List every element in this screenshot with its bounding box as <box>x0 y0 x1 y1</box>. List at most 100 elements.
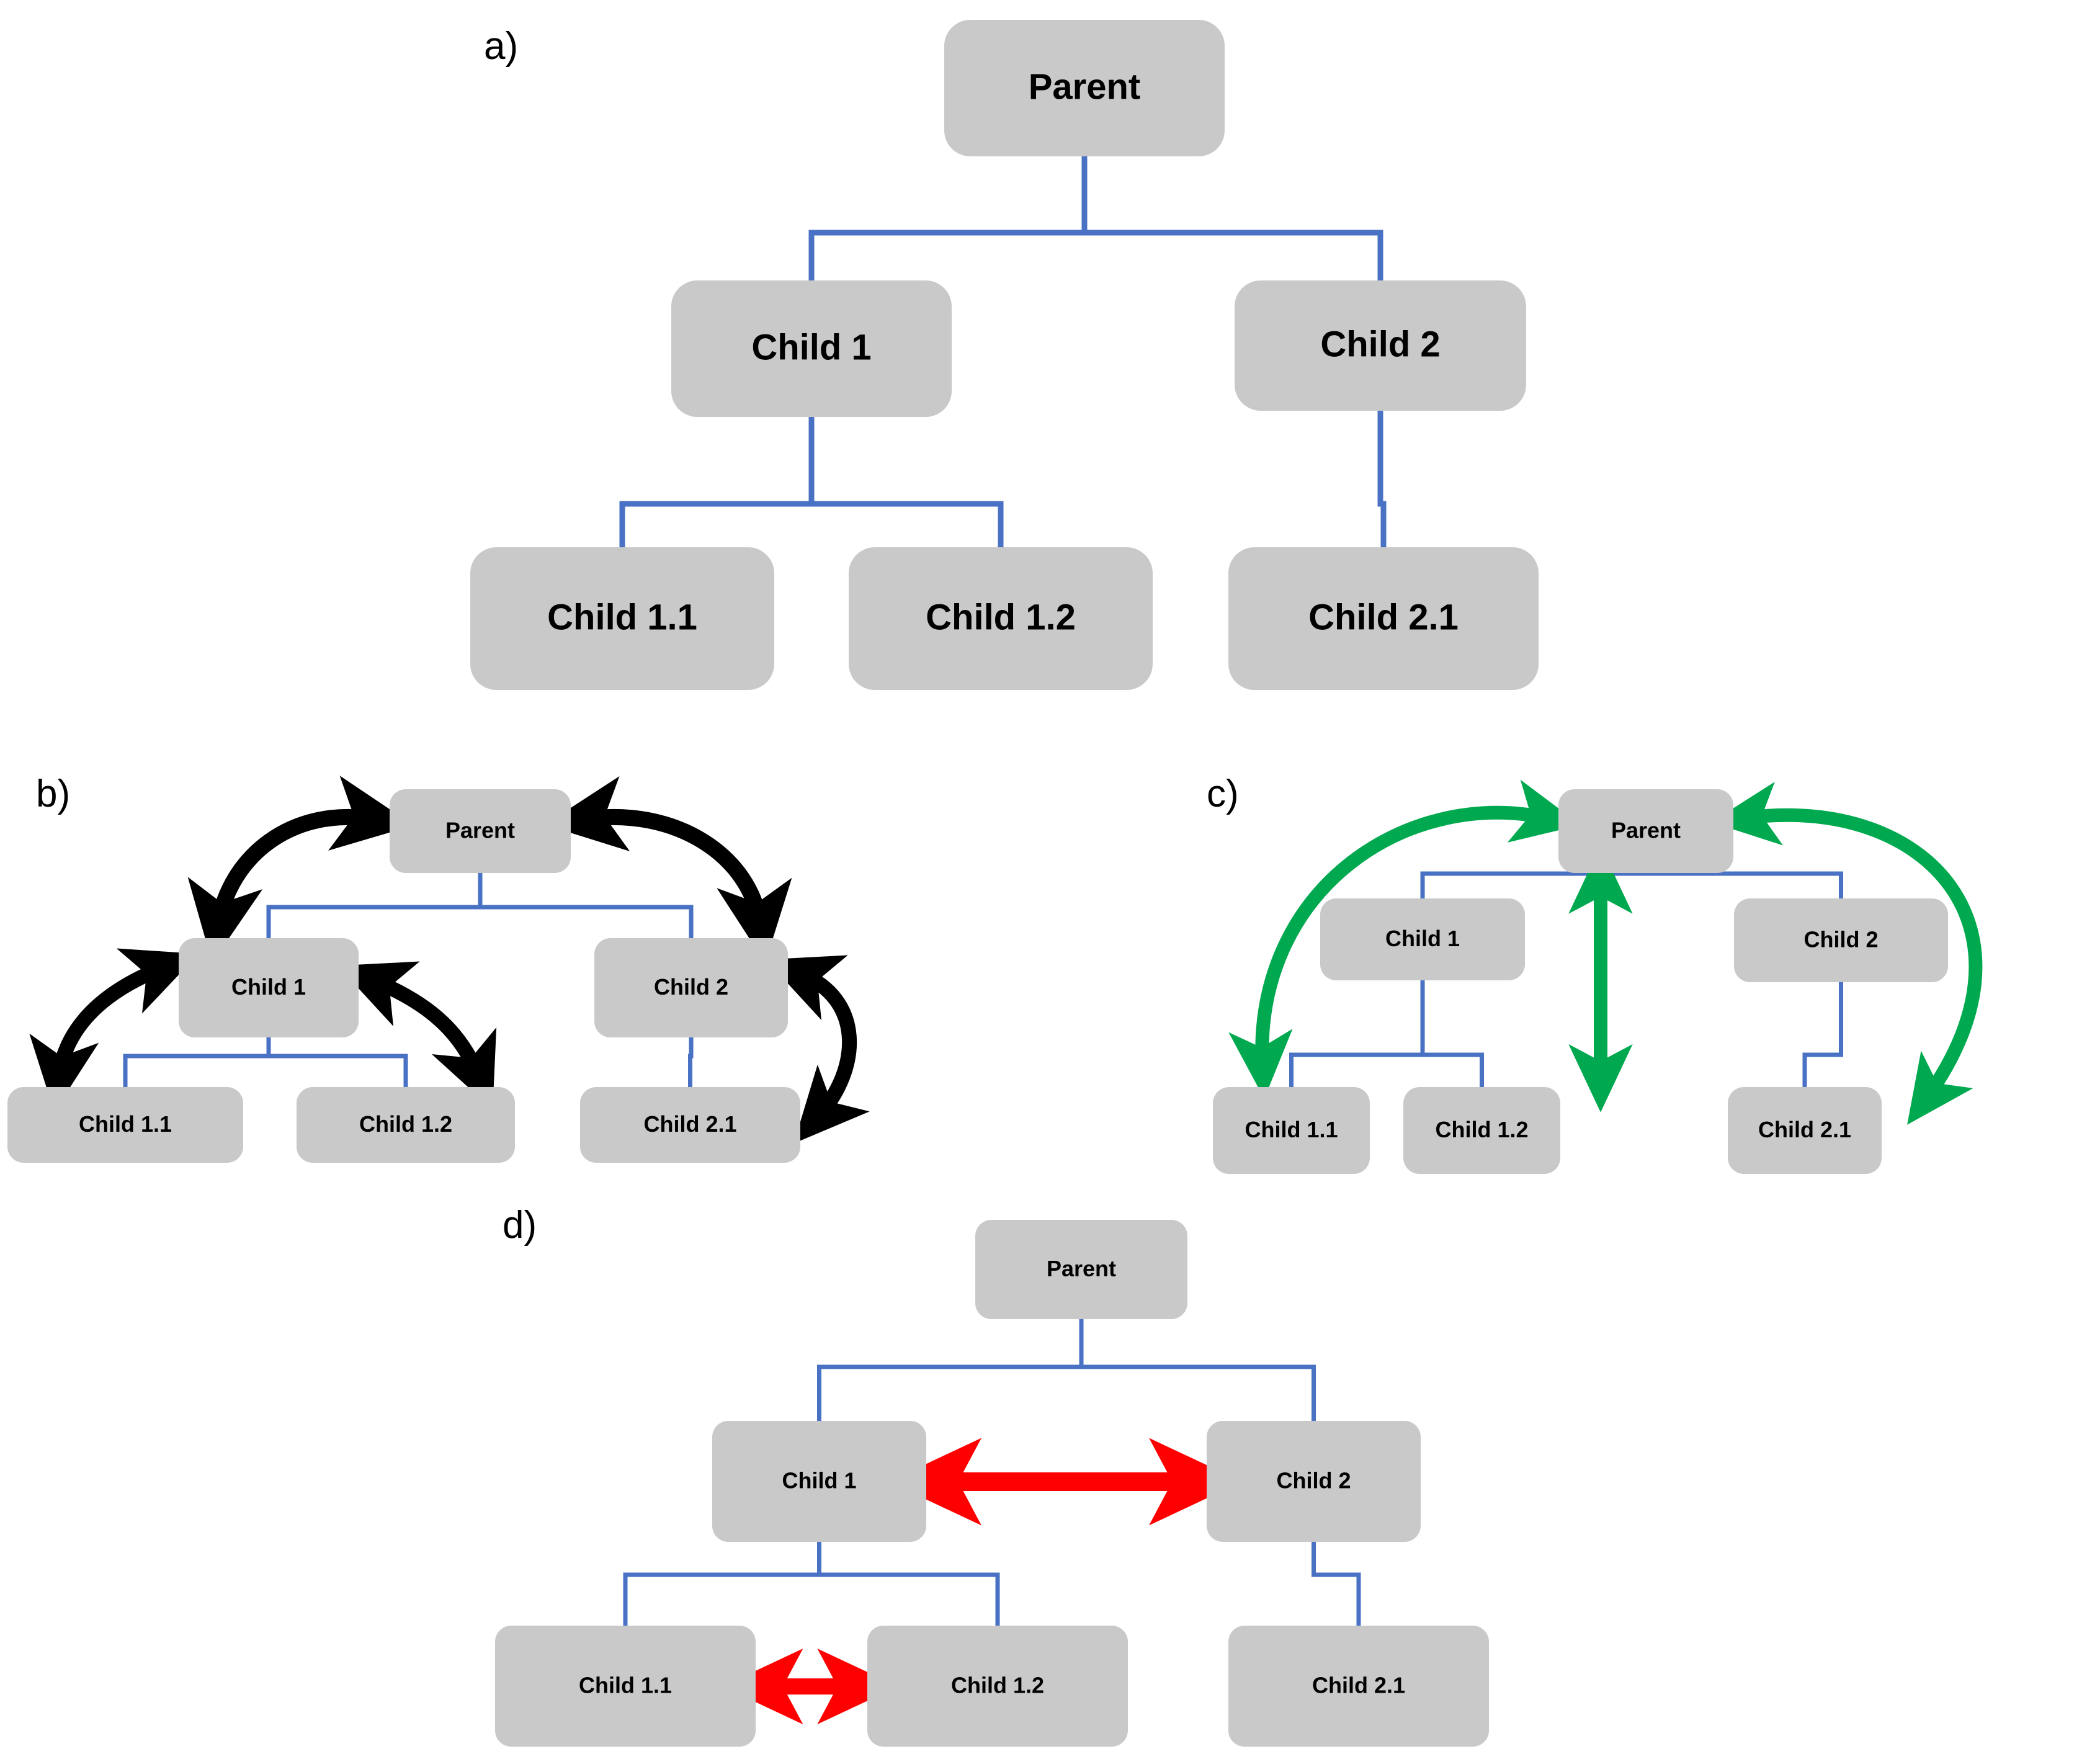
tree-connector-d-child2-child2_1 <box>1312 1542 1361 1626</box>
node-box <box>470 547 774 690</box>
node-box <box>390 789 571 873</box>
node-box <box>1734 898 1948 982</box>
arrow-b-child1-child1_2 <box>337 961 497 1110</box>
node-c-child2_1[interactable]: Child 2.1 <box>1728 1087 1882 1174</box>
node-box <box>849 547 1153 690</box>
panel-label-b: b) <box>36 772 70 815</box>
node-label: Child 2.1 <box>1758 1117 1851 1142</box>
node-c-child1[interactable]: Child 1 <box>1320 898 1525 980</box>
node-d-child1_2[interactable]: Child 1.2 <box>867 1626 1128 1747</box>
tree-connector-c-child2-child2_1 <box>1802 982 1843 1087</box>
node-a-child2[interactable]: Child 2 <box>1235 280 1526 411</box>
node-label: Child 1.1 <box>547 598 697 638</box>
node-d-parent[interactable]: Parent <box>975 1220 1187 1319</box>
node-a-child1[interactable]: Child 1 <box>671 280 952 417</box>
node-label: Child 1 <box>751 328 871 368</box>
node-b-child1[interactable]: Child 1 <box>179 938 359 1037</box>
node-box <box>1207 1421 1421 1542</box>
node-d-child1_1[interactable]: Child 1.1 <box>495 1626 756 1747</box>
tree-connector-c-child1-child1_2 <box>1420 980 1484 1087</box>
tree-connector-a-parent-child2 <box>1081 156 1383 280</box>
tree-connector-a-child2-child2_1 <box>1377 411 1387 547</box>
node-b-parent[interactable]: Parent <box>390 789 571 873</box>
tree-connector-d-parent-child2 <box>1079 1319 1316 1421</box>
tree-connector-c-parent-child1 <box>1420 871 1648 898</box>
tree-connector-b-child2-child2_1 <box>688 1037 694 1087</box>
node-c-child1_2[interactable]: Child 1.2 <box>1403 1087 1560 1174</box>
arrow-b-child1-child1_1 <box>29 948 199 1113</box>
node-c-parent[interactable]: Parent <box>1558 789 1733 873</box>
node-label: Child 2.1 <box>1308 598 1459 638</box>
node-d-child2[interactable]: Child 2 <box>1207 1421 1421 1542</box>
panel-label-d: d) <box>503 1204 537 1247</box>
node-box <box>580 1087 800 1163</box>
node-a-child1_1[interactable]: Child 1.1 <box>470 547 774 690</box>
tree-connector-c-child1-child1_1 <box>1289 980 1425 1087</box>
arrow-b-child2-child2_1 <box>766 955 870 1144</box>
node-label: Child 2 <box>1276 1467 1351 1493</box>
node-label: Child 2.1 <box>1312 1672 1405 1698</box>
node-c-child1_1[interactable]: Child 1.1 <box>1213 1087 1370 1174</box>
node-box <box>297 1087 515 1163</box>
node-label: Parent <box>1047 1256 1116 1281</box>
arrow-layer <box>29 776 1983 1725</box>
node-label: Child 2 <box>1803 926 1878 952</box>
arrow-b-parent-child1 <box>187 776 414 963</box>
node-label: Child 1 <box>231 974 306 1000</box>
arrow-b-parent-child2 <box>545 776 792 963</box>
node-label: Parent <box>1611 817 1681 843</box>
node-box <box>7 1087 243 1163</box>
node-c-child2[interactable]: Child 2 <box>1734 898 1948 982</box>
node-box <box>867 1626 1128 1747</box>
node-box <box>1558 789 1733 873</box>
node-box <box>1403 1087 1560 1174</box>
node-b-child1_2[interactable]: Child 1.2 <box>297 1087 515 1163</box>
node-label: Child 1.1 <box>1245 1117 1338 1142</box>
node-label: Child 1.1 <box>79 1111 172 1137</box>
node-d-child1[interactable]: Child 1 <box>712 1421 926 1542</box>
node-b-child1_1[interactable]: Child 1.1 <box>7 1087 243 1163</box>
tree-connector-b-parent-child2 <box>478 873 694 938</box>
arrow-c-parent-child2_1 <box>1711 782 1983 1125</box>
arrow-c-parent-child1_1 <box>1228 779 1581 1099</box>
tree-connector-c-parent-child2 <box>1643 871 1843 898</box>
node-box <box>495 1626 756 1747</box>
panel-label-a: a) <box>484 25 518 68</box>
panel-label-c: c) <box>1207 772 1239 815</box>
node-a-child2_1[interactable]: Child 2.1 <box>1228 547 1539 690</box>
tree-connector-b-parent-child1 <box>266 873 483 938</box>
node-box <box>1728 1087 1882 1174</box>
node-label: Child 1.2 <box>359 1111 452 1137</box>
node-label: Child 1.2 <box>951 1672 1044 1698</box>
node-box <box>712 1421 926 1542</box>
node-a-child1_2[interactable]: Child 1.2 <box>849 547 1153 690</box>
node-box <box>179 938 359 1037</box>
node-a-parent[interactable]: Parent <box>944 20 1225 156</box>
tree-connector-a-child1-child1_1 <box>619 417 815 547</box>
node-label: Child 1.1 <box>579 1672 672 1698</box>
node-label: Child 1.2 <box>1435 1117 1528 1142</box>
tree-connector-a-parent-child1 <box>808 156 1088 280</box>
node-label: Child 2 <box>1320 325 1440 365</box>
node-label: Parent <box>445 817 515 843</box>
connector-layer <box>123 156 1843 1626</box>
tree-connector-a-child1-child1_2 <box>808 417 1004 547</box>
node-label: Child 2.1 <box>643 1111 736 1137</box>
node-box <box>1213 1087 1370 1174</box>
node-box <box>1320 898 1525 980</box>
tree-connector-b-child1-child1_1 <box>123 1037 271 1087</box>
node-box <box>671 280 952 417</box>
node-label: Parent <box>1029 67 1141 107</box>
node-box <box>594 938 788 1037</box>
tree-connector-d-parent-child1 <box>817 1319 1084 1421</box>
node-d-child2_1[interactable]: Child 2.1 <box>1228 1626 1489 1747</box>
node-label: Child 2 <box>654 974 728 1000</box>
node-box <box>1228 1626 1489 1747</box>
node-b-child2[interactable]: Child 2 <box>594 938 788 1037</box>
node-b-child2_1[interactable]: Child 2.1 <box>580 1087 800 1163</box>
node-box <box>944 20 1225 156</box>
node-label: Child 1 <box>782 1467 856 1493</box>
tree-connector-b-child1-child1_2 <box>266 1037 408 1087</box>
